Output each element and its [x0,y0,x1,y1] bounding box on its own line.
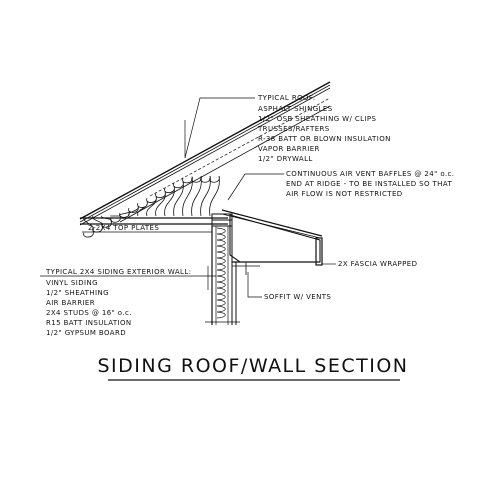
wall-note-line: AIR BARRIER [46,299,95,307]
leaders [40,97,336,298]
rafter-top-line [79,87,331,226]
vent-note-line: AIR FLOW IS NOT RESTRICTED [286,190,403,198]
wall-insulation [216,227,226,319]
vent-note: CONTINUOUS AIR VENT BAFFLES @ 24" o.c. E… [286,170,454,198]
vent-note-line: CONTINUOUS AIR VENT BAFFLES @ 24" o.c. [286,170,454,178]
rafter-tail-shingle [221,209,323,237]
top-plates-label: 2-2X4 TOP PLATES [88,224,159,232]
title-block: SIDING ROOF/WALL SECTION [98,355,409,381]
roof-note-line: VAPOR BARRIER [258,145,320,153]
wall-assembly [205,213,323,325]
drawing-title: SIDING ROOF/WALL SECTION [98,355,409,377]
roof-note-line: R-38 BATT OR BLOWN INSULATION [258,135,391,143]
rafter-bottom-line [119,105,331,223]
roof-note-leader [184,97,255,159]
soffit-label: SOFFIT W/ VENTS [264,293,331,301]
vent-note-leader [227,173,284,201]
vent-note-line: END AT RIDGE - TO BE INSTALLED SO THAT [286,180,452,188]
wall-note-line: 1/2" GYPSUM BOARD [46,329,126,337]
top-plate-lower [211,219,233,227]
rafter-tail [229,214,321,263]
fascia-label: 2X FASCIA WRAPPED [338,260,417,268]
wall-note-line: 1/2" SHEATHING [46,289,109,297]
roof-note-line: TRUSSES/RAFTERS [257,125,330,133]
soffit-leader [247,272,262,298]
fascia-board [315,237,323,266]
roof-note-heading: TYPICAL ROOF: [257,94,316,102]
wall-note-heading: TYPICAL 2X4 SIDING EXTERIOR WALL: [45,268,191,276]
roof-note-line: 1/2" DRYWALL [258,155,313,163]
top-plate-upper [211,213,233,221]
wall-note-line: VINYL SIDING [46,279,98,287]
wall-note-line: R15 BATT INSULATION [46,319,132,327]
wall-note: TYPICAL 2X4 SIDING EXTERIOR WALL: VINYL … [45,268,191,337]
rafter-tail-top [221,213,321,239]
roof-note-line: 1/2" OSB SHEATHING W/ CLIPS [258,115,377,123]
shingle-line [79,81,331,220]
sheathing-line [79,84,331,223]
vent-baffle [149,97,331,197]
roof-note: TYPICAL ROOF: ASPHALT SHINGLES 1/2" OSB … [257,94,391,163]
roof-note-line: ASPHALT SHINGLES [258,105,333,113]
wall-note-line: 2X4 STUDS @ 16" o.c. [46,309,132,317]
